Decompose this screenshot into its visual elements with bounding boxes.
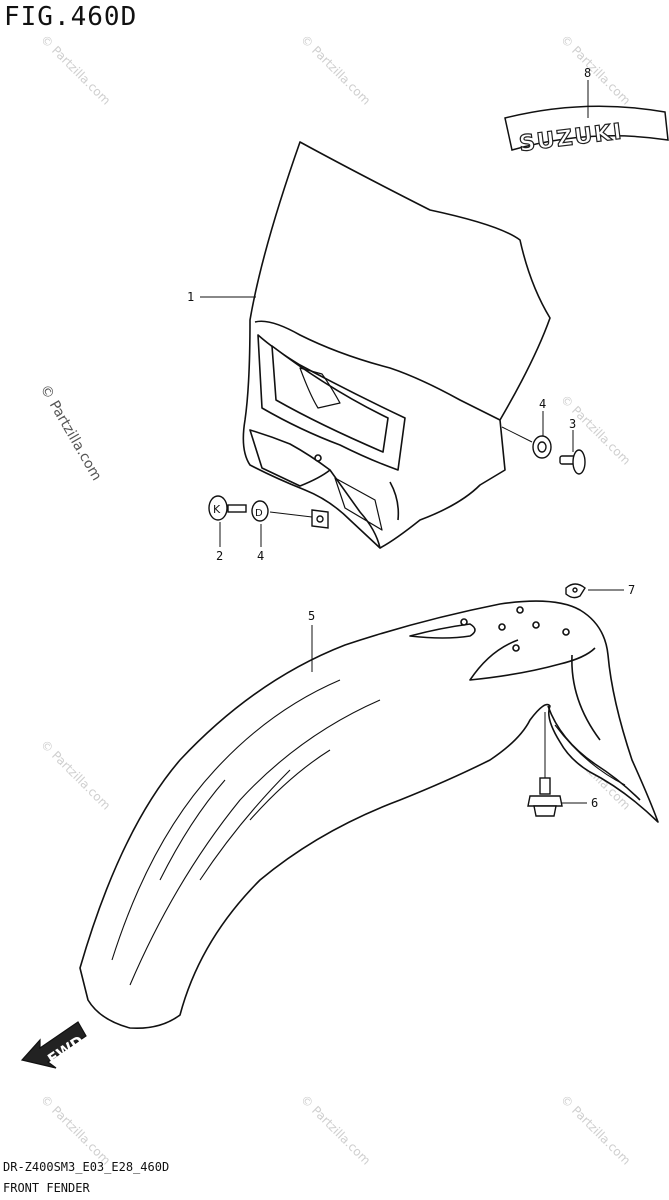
callout-3: 3: [569, 417, 576, 431]
section-name: FRONT FENDER: [3, 1181, 90, 1195]
callout-7: 7: [628, 583, 635, 597]
watermark: © Partzilla.com: [558, 32, 633, 107]
leader-lines: [200, 80, 624, 804]
watermark: © Partzilla.com: [38, 32, 113, 107]
flange-bolt: [527, 777, 563, 817]
callout-4: 4: [539, 397, 546, 411]
watermark: © Partzilla.com: [38, 737, 113, 812]
callout-8: 8: [584, 66, 591, 80]
callout-4: 4: [257, 549, 264, 563]
callout-5: 5: [308, 609, 315, 623]
watermark: © Partzilla.com: [38, 1092, 113, 1167]
screw-right: [559, 449, 586, 475]
watermark: © Partzilla.com: [298, 32, 373, 107]
mount-tab: [311, 509, 329, 529]
callout-6: 6: [591, 796, 598, 810]
fwd-arrow: FWD: [20, 1021, 87, 1069]
watermark: © Partzilla.com: [298, 1092, 373, 1167]
model-code: DR-Z400SM3_E03_E28_460D: [3, 1160, 170, 1174]
callout-2: 2: [216, 549, 223, 563]
headlight-cover: [242, 141, 551, 549]
washer-collar: [532, 435, 552, 459]
watermark: © Partzilla.com: [37, 382, 105, 484]
callout-1: 1: [187, 290, 194, 304]
figure-title: FIG.460D: [4, 2, 138, 32]
callout-numbers: 1 2 3 4 4 5 6 7 8: [187, 66, 635, 810]
suzuki-emblem: SUZUKI: [504, 105, 669, 158]
collar-mark: D: [255, 508, 263, 519]
watermark: © Partzilla.com: [558, 1092, 633, 1167]
bolt-head-mark: K: [213, 503, 221, 516]
bolt-left: K: [208, 495, 247, 521]
fender-nut: [565, 583, 586, 599]
washer-collar: D: [251, 500, 269, 522]
front-fender: [79, 600, 659, 1030]
